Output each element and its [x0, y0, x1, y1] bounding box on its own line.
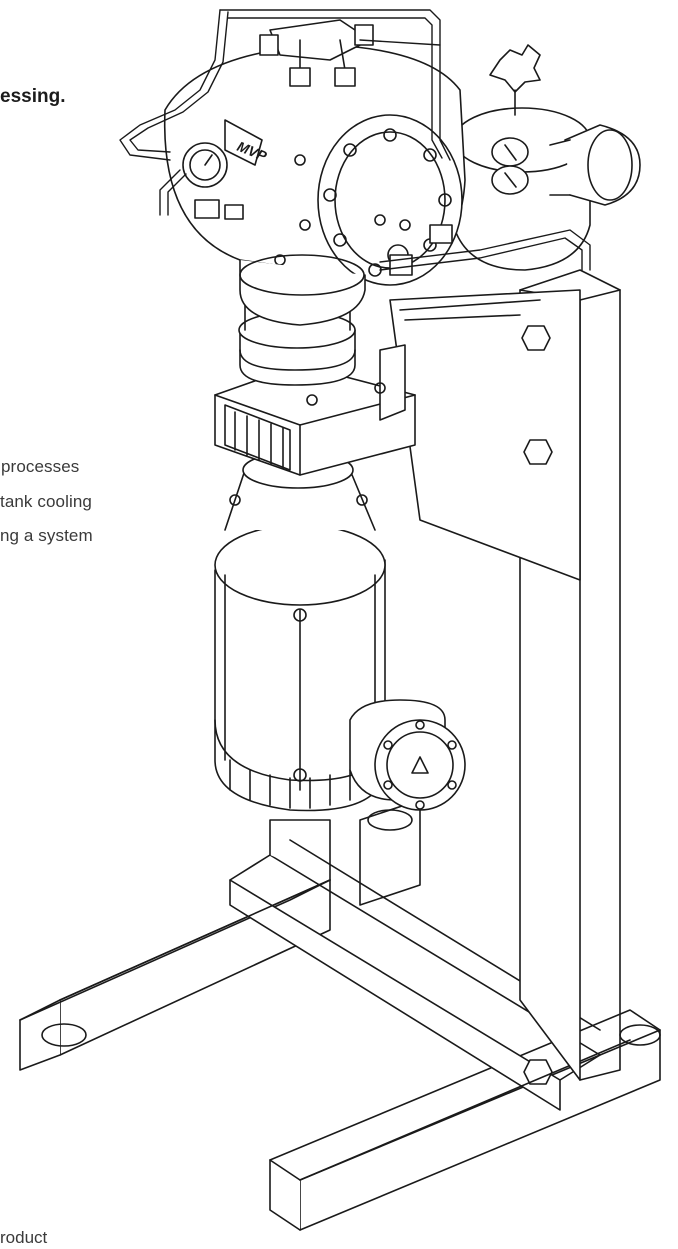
tubing-lines [119, 9, 591, 271]
upright-post [389, 269, 621, 1081]
pump-head: MVP [163, 19, 641, 326]
footer-fragment: roduct [0, 1228, 48, 1247]
heading-fragment: essing. [0, 86, 66, 107]
base-frame [19, 799, 661, 1231]
body-text-line: tank cooling [0, 492, 92, 511]
body-text-line: ng a system [0, 526, 93, 545]
body-text-line: processes [1, 457, 80, 476]
